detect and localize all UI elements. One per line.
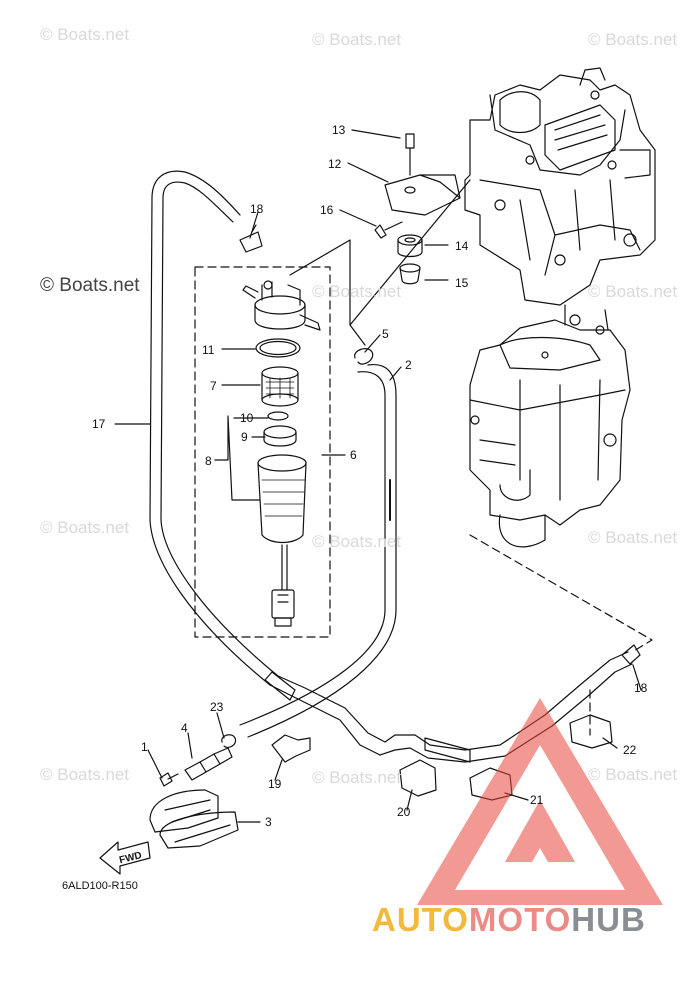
filter-cup-8 <box>257 454 307 591</box>
watermark: © Boats.net <box>312 768 402 787</box>
callout-7: 7 <box>210 379 217 393</box>
callout-1: 1 <box>141 740 148 754</box>
brand-part-3: HUB <box>571 901 646 938</box>
callout-4: 4 <box>181 721 188 735</box>
callout-22: 22 <box>623 743 637 757</box>
vapor-separator-component <box>469 304 631 548</box>
callout-2: 2 <box>405 358 412 372</box>
callout-14: 14 <box>455 239 469 253</box>
watermark-prominent: © Boats.net <box>40 275 140 296</box>
brand-part-1: AUTO <box>372 901 469 938</box>
filter-group-boundary <box>194 266 331 638</box>
callout-11: 11 <box>202 343 215 357</box>
callout-3: 3 <box>265 815 272 829</box>
collar-15 <box>399 263 421 285</box>
callout-5: 5 <box>382 327 389 341</box>
o-ring-11 <box>255 338 301 358</box>
watermark: © Boats.net <box>312 30 402 49</box>
clip-10 <box>267 411 289 421</box>
brand-triangle <box>417 698 663 905</box>
brand-part-2: MOTO <box>468 901 572 938</box>
callout-21: 21 <box>530 793 544 807</box>
watermark: © Boats.net <box>588 765 678 784</box>
callout-12: 12 <box>328 157 342 171</box>
diagram-code: 6ALD100-R150 <box>62 880 138 892</box>
callout-18-top: 18 <box>250 202 264 216</box>
watermark: © Boats.net <box>588 30 678 49</box>
callout-13: 13 <box>332 123 346 137</box>
watermark: © Boats.net <box>588 282 678 301</box>
fuel-filter-head <box>242 280 321 331</box>
watermark: © Boats.net <box>40 25 130 44</box>
fuel-hose-2 <box>239 364 397 738</box>
callout-18-right: 18 <box>634 681 648 695</box>
callout-8: 8 <box>205 454 212 468</box>
float-9 <box>263 425 297 447</box>
cover-3 <box>149 789 239 849</box>
callout-19: 19 <box>268 777 282 791</box>
joint-4 <box>184 747 233 781</box>
callout-9: 9 <box>241 430 248 444</box>
sensor-connector <box>271 589 295 627</box>
callout-23: 23 <box>210 700 224 714</box>
callout-15: 15 <box>455 276 469 290</box>
filter-element-7 <box>261 366 299 407</box>
watermark: © Boats.net <box>312 532 402 551</box>
callout-17: 17 <box>92 417 106 431</box>
callout-20: 20 <box>397 805 411 819</box>
brand-logo: AUTOMOTOHUB <box>372 901 646 939</box>
callout-16: 16 <box>320 203 334 217</box>
watermark: © Boats.net <box>40 765 130 784</box>
fuel-hose-17 <box>149 170 279 686</box>
fwd-arrow <box>99 841 151 875</box>
bracket-12 <box>384 174 461 216</box>
fwd-label: FWD <box>118 850 143 866</box>
engine-upper-component <box>464 67 656 306</box>
callout-10: 10 <box>240 411 254 425</box>
callout-6: 6 <box>350 448 357 462</box>
watermark: © Boats.net <box>312 282 402 301</box>
watermark: © Boats.net <box>588 528 678 547</box>
grommet-14 <box>397 234 423 258</box>
watermark: © Boats.net <box>40 518 130 537</box>
